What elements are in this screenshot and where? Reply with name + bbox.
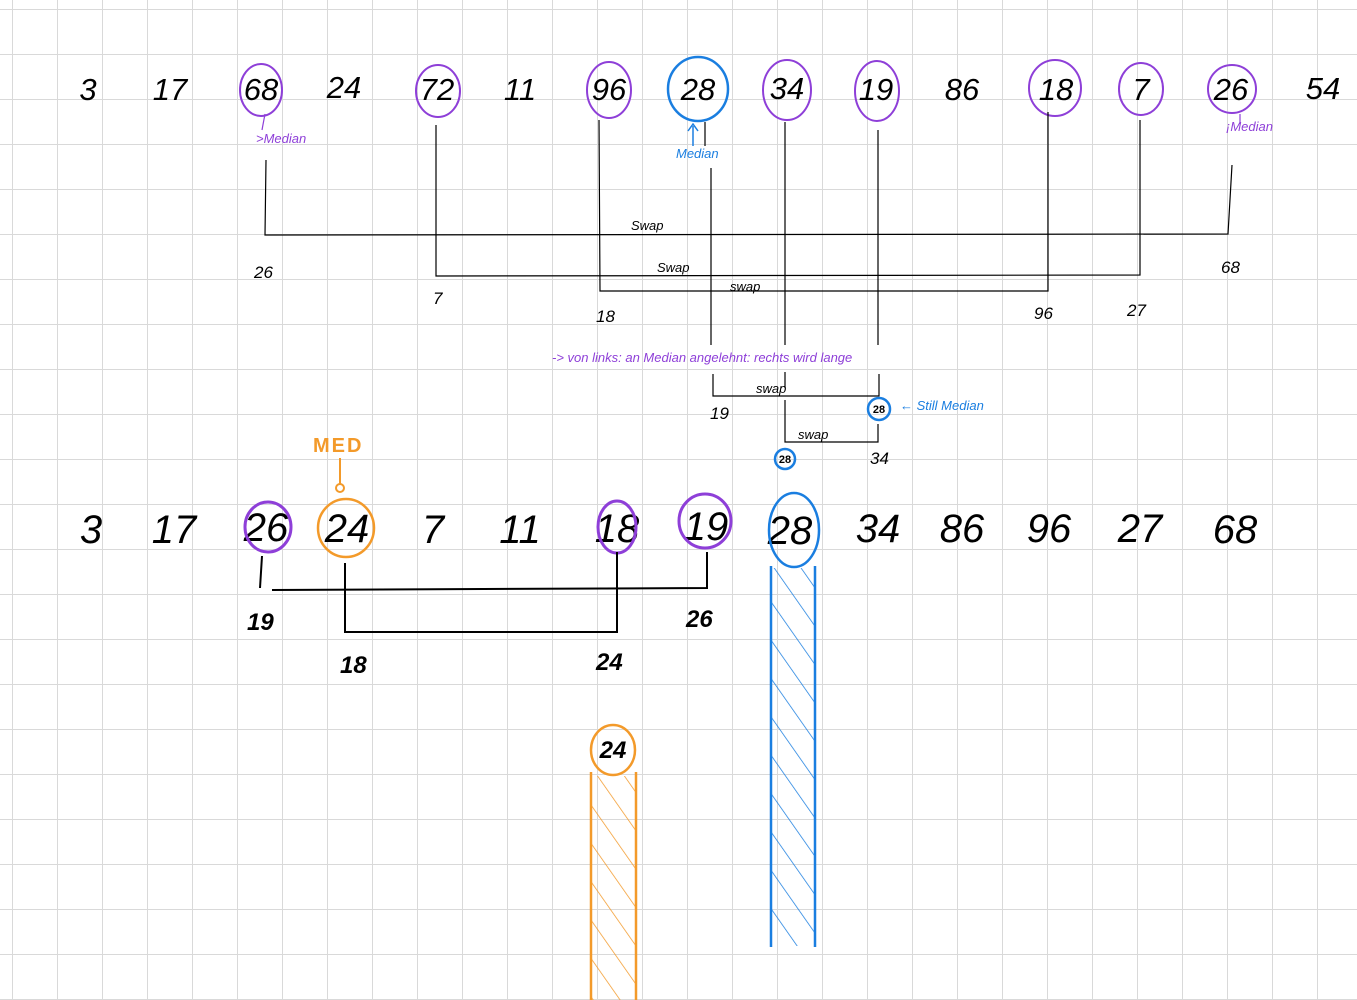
row2-number: 24: [324, 507, 370, 551]
orange-pivot-circle: [589, 723, 637, 777]
swap-label: swap: [756, 381, 786, 396]
row2-number: 17: [152, 508, 198, 552]
row1-number: 72: [420, 72, 454, 107]
pivot-value: 24: [599, 737, 627, 764]
blue-median-circle: [866, 396, 892, 422]
row1-number: 7: [1132, 72, 1151, 107]
swap-bracket-inner: [712, 374, 880, 397]
median-note-left: >Median: [256, 131, 306, 146]
purple-circle: [415, 64, 461, 118]
row1-numbers: 3 17 68 24 72 11 96 28 34 19 86 18 7 26 …: [79, 70, 1340, 107]
swap-result: 18: [596, 307, 615, 326]
blue-fixed-column: [769, 566, 817, 947]
swap-label: Swap: [657, 260, 690, 275]
swap-result: 28: [779, 454, 791, 466]
swap-result: 19: [247, 609, 274, 636]
row2-number: 11: [499, 508, 541, 552]
row2-number: 34: [856, 507, 901, 551]
swap-bracket-96-18: [598, 112, 1049, 292]
swap-result: 27: [1126, 301, 1146, 320]
swap-bracket-72-7: [435, 120, 1141, 277]
row1-number: 3: [79, 72, 96, 107]
purple-circle: [239, 63, 283, 117]
median-note-center: Median: [676, 146, 719, 161]
row1-number: 19: [859, 72, 893, 107]
blue-median-circle: [767, 491, 821, 569]
median-note-right: ¡Median: [1226, 119, 1273, 134]
row2-number: 27: [1117, 507, 1164, 551]
tick-mark: [259, 555, 263, 589]
swap-result: 96: [1034, 304, 1053, 323]
row1-highlight-rings: [239, 55, 1257, 123]
swap-result: 26: [253, 263, 273, 282]
swap-label: swap: [730, 279, 760, 294]
purple-circle: [854, 60, 900, 122]
blue-median-circle: [773, 447, 797, 471]
row2-number: 86: [940, 507, 985, 551]
purple-circle: [677, 492, 733, 550]
row2-number: 3: [80, 508, 102, 552]
sort-direction-note: -> von links: an Median angelehnt: recht…: [552, 350, 852, 365]
swap-label: swap: [798, 427, 828, 442]
swap-result: 28: [873, 404, 885, 416]
hatch-fill: [772, 568, 816, 946]
row2-numbers: 3 17 26 24 7 11 18 19 28 34 86 96 27 68: [80, 505, 1258, 553]
blue-median-circle: [666, 55, 730, 123]
row2-number: 96: [1027, 507, 1072, 551]
swap-result: 19: [710, 404, 729, 423]
row2-swap-lines: [259, 552, 708, 633]
row1-number: 24: [326, 70, 361, 105]
row1-number: 18: [1039, 72, 1074, 107]
row1-number: 28: [680, 72, 716, 107]
med-label: MED: [313, 435, 363, 457]
swap-bracket-26-19: [271, 552, 708, 591]
swap-result: 18: [340, 652, 367, 679]
orange-pivot-circle: [316, 497, 376, 559]
swap-result: 7: [433, 289, 443, 308]
row1-number: 68: [244, 72, 279, 107]
row1-swap-lines: [264, 112, 1233, 345]
arrow-up-icon: [687, 122, 699, 132]
purple-circle: [243, 500, 293, 554]
swap-bracket-inner-2: [784, 400, 879, 443]
purple-circle: [586, 61, 632, 119]
purple-circle: [1028, 59, 1082, 117]
swap-result: 24: [595, 649, 623, 676]
row1-number: 26: [1213, 72, 1249, 107]
swap-result: 68: [1221, 258, 1240, 277]
row2-number: 7: [422, 508, 446, 552]
swap-result: 34: [870, 449, 889, 468]
swap-bracket-68-26: [264, 159, 1233, 236]
purple-circle: [1207, 64, 1257, 114]
purple-circle: [1118, 62, 1164, 116]
inner-swap-lines: [712, 372, 880, 443]
row2-number: 28: [767, 509, 813, 553]
row1-number: 34: [770, 71, 804, 106]
hatch-fill: [592, 776, 636, 1000]
purple-circle: [762, 59, 812, 121]
swap-label: Swap: [631, 218, 664, 233]
swap-bracket-24-18: [344, 552, 618, 633]
row2-number: 68: [1213, 508, 1258, 552]
row1-number: 17: [153, 72, 189, 107]
row1-number: 54: [1306, 71, 1340, 106]
orange-pivot-column: 24: [589, 723, 638, 1000]
median-pointer-left: [261, 113, 266, 131]
row1-number: 96: [592, 72, 627, 107]
med-pointer-dot: [335, 483, 345, 493]
row1-number: 11: [504, 72, 536, 107]
swap-result: 26: [685, 606, 713, 633]
still-median-note: ← Still Median: [900, 398, 984, 413]
row1-number: 86: [945, 72, 980, 107]
